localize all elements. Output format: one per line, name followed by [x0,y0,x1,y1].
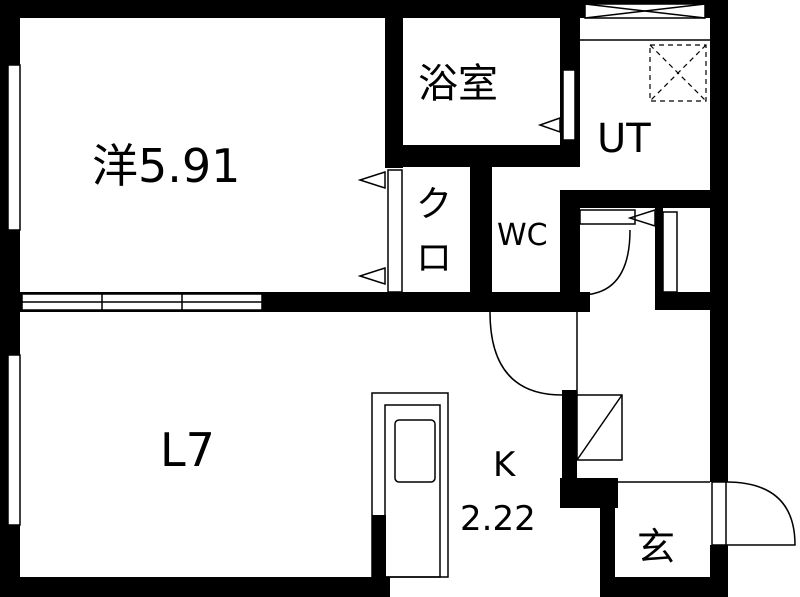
bathroom-label: 浴室 [418,61,498,107]
window-ut-x2 [584,3,706,19]
wall-right-bottom [710,545,728,597]
kitchen-sink [394,419,436,483]
living-label: L7 [160,423,215,477]
wall-bottom-left [0,577,390,597]
room-labels: 洋5.91 浴室 UT ク ロ WC L7 K 2.22 玄 [92,61,675,569]
wall-bath-left [385,18,403,168]
kitchen-size-label: 2.22 [460,499,536,539]
wall-right-lower [710,300,728,482]
wall-entry-top [655,292,710,310]
shoe-cabinet-diag [576,394,623,461]
ut-door-frame [579,209,636,225]
entrance-door-frame [711,481,727,546]
fixtures [357,39,796,578]
wall-entry-stub [655,208,663,298]
ut-door-arrow [627,208,656,228]
closet-arrow-top [357,170,386,190]
entrance-door-swing [725,481,796,546]
windows [7,3,706,526]
wc-door-swing [579,229,631,296]
wall-kitchen-divider [562,390,577,480]
closet-door [387,169,403,293]
wall-kitchen-stub [372,515,386,577]
entry-closet-frame [662,211,678,293]
western-room-label: 洋5.91 [92,139,240,193]
washer-space [649,44,707,102]
wall-bottom-right [610,577,728,597]
kitchen-label: K [493,445,517,485]
wall-entry-post [600,478,615,597]
kitchen-counter-inner [384,404,441,578]
wall-top [0,0,728,18]
bath-door-arrow [537,116,561,134]
window-left-lower [7,354,21,526]
wall-closet-right [470,165,492,295]
closet-label-bottom: ロ [416,238,452,279]
wall-right-upper [710,0,728,300]
utility-label: UT [597,116,651,162]
wall-wc-right [560,190,580,295]
bath-door-frame [562,69,576,141]
closet-arrow-bottom [357,266,386,286]
entrance-label: 玄 [637,525,675,569]
window-left-upper [7,64,21,231]
closet-label-top: ク [416,184,452,225]
wall-bath-bottom [385,145,580,167]
wall-ut-bottom [580,190,710,208]
washer-x2 [649,44,707,102]
kitchen-door-swing [489,311,563,396]
toilet-label: WC [497,218,548,253]
